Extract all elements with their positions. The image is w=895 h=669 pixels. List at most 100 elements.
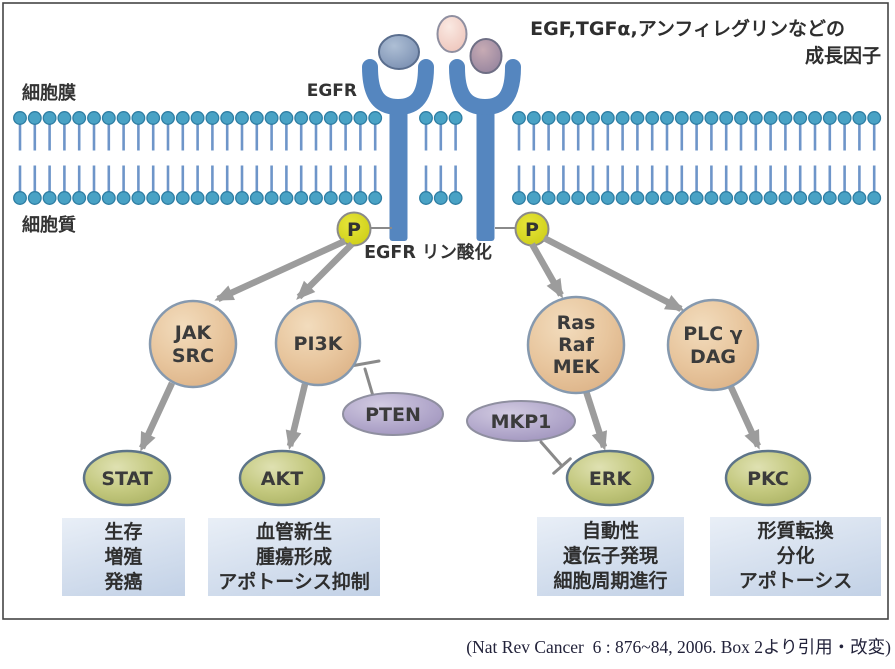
node-ras-line2: Raf	[558, 334, 594, 356]
outcome-line: 細胞周期進行	[553, 570, 668, 592]
ligand-pink-icon	[436, 15, 468, 53]
ligand-blue-icon	[378, 34, 420, 70]
phospholipid-icon	[541, 111, 556, 205]
outcome-line: 自動性	[581, 520, 639, 542]
phospholipid-icon	[42, 111, 57, 205]
arrow-p-to-pi3k	[296, 241, 355, 300]
phospholipid-icon	[837, 111, 852, 205]
phospholipid-icon	[13, 111, 27, 205]
citation-text: (Nat Rev Cancer 6 : 876~84, 2006. Box 2よ…	[466, 637, 891, 657]
inhibitor-pten-label: PTEN	[365, 404, 421, 426]
growth-factors-line1: EGF,TGFα,アンフィレグリンなどの	[530, 18, 845, 40]
phospholipid-icon	[131, 111, 146, 205]
phospholipid-icon	[778, 111, 793, 205]
mkp1-inhibition-tbar	[539, 440, 572, 475]
arrow-ras-to-erk	[582, 390, 608, 451]
arrow-pi3k-to-akt	[285, 383, 309, 450]
phospholipid-icon	[600, 111, 615, 205]
outcome-line: 増殖	[104, 545, 143, 568]
phospholipid-icon	[674, 111, 689, 205]
outcome-line: 腫瘍形成	[255, 545, 332, 568]
phospholipid-icon	[556, 111, 571, 205]
phospholipid-icon	[808, 111, 822, 205]
phospholipid-icon	[161, 111, 175, 205]
phospholipid-icon	[146, 111, 161, 205]
phospholipid-icon	[235, 111, 249, 205]
node-erk-label: ERK	[589, 468, 633, 490]
inhibitor-mkp1-label: MKP1	[491, 411, 552, 433]
phospholipid-icon	[190, 111, 205, 205]
pten-inhibition-tbar	[349, 359, 381, 398]
outcome-line: 発癌	[104, 570, 143, 593]
phospholipid-icon	[220, 111, 235, 205]
phospholipid-icon	[57, 111, 72, 205]
arrow-jak-to-stat	[139, 381, 175, 452]
phospholipid-icon	[748, 111, 763, 205]
node-ras-line1: Ras	[557, 312, 596, 334]
phospholipid-icon	[264, 111, 279, 205]
phospholipid-icon	[822, 111, 837, 205]
phospholipid-icon	[294, 111, 309, 205]
outcome-line: 分化	[776, 545, 815, 567]
arrow-plc-to-pkc	[728, 385, 761, 450]
phospholipid-icon	[867, 111, 882, 205]
node-plc-dag	[666, 298, 760, 392]
phospholipid-icon	[704, 111, 719, 205]
inhibitor-mkp1	[466, 400, 576, 442]
phospholipid-icon	[87, 111, 101, 205]
egfr-phosphorylation-label: EGFR リン酸化	[364, 242, 492, 263]
outcome-box-erk: 自動性 遺伝子発現 細胞周期進行	[537, 517, 684, 596]
phospholipid-icon	[249, 111, 264, 205]
phospholipid-icon	[433, 111, 448, 205]
phospholipid-icon	[323, 111, 338, 205]
phospholipid-icon	[526, 111, 541, 205]
cytoplasm-label: 細胞質	[22, 214, 76, 236]
inhibitor-pten	[342, 392, 444, 436]
ligand-purple-icon	[469, 38, 503, 74]
phospho-badge-right-label: P	[525, 219, 539, 241]
lipid-bilayer-membrane-icon	[13, 111, 882, 205]
phospholipid-icon	[793, 111, 808, 205]
phospholipid-icon	[689, 111, 704, 205]
phospholipid-icon	[734, 111, 748, 205]
phospholipid-icon	[660, 111, 674, 205]
node-ras-line3: MEK	[553, 356, 601, 378]
phospholipid-icon	[205, 111, 220, 205]
phospholipid-icon	[645, 111, 660, 205]
phospholipid-icon	[763, 111, 778, 205]
node-erk	[565, 449, 655, 507]
growth-factors-line2: 成長因子	[804, 45, 881, 67]
cell-membrane-label: 細胞膜	[22, 82, 76, 104]
node-pi3k	[274, 299, 362, 387]
outcome-box-akt: 血管新生 腫瘍形成 アポトーシス抑制	[208, 518, 380, 596]
outcome-line: 形質転換	[757, 520, 834, 542]
phospholipid-icon	[615, 111, 630, 205]
phospholipid-icon	[309, 111, 323, 205]
node-akt-label: AKT	[261, 468, 303, 490]
node-pi3k-label: PI3K	[294, 333, 344, 355]
growth-factors-label: EGF,TGFα,アンフィレグリンなどの 成長因子	[530, 16, 881, 70]
node-stat-label: STAT	[101, 468, 152, 490]
phospholipid-icon	[852, 111, 867, 205]
arrow-p-to-ras	[529, 242, 564, 299]
egfr-label: EGFR	[307, 81, 357, 101]
node-jak-src	[148, 299, 238, 389]
node-plc-line1: PLC γ	[683, 323, 743, 345]
node-pkc	[724, 449, 812, 507]
arrow-p-to-plc	[542, 235, 685, 312]
outcome-line: 遺伝子発現	[562, 545, 658, 567]
phospholipid-icon	[586, 111, 600, 205]
phospholipid-icon	[175, 111, 190, 205]
outcome-line: アポトーシス抑制	[218, 570, 370, 593]
phospholipid-icon	[338, 111, 353, 205]
outcome-box-pkc: 形質転換 分化 アポトーシス	[710, 517, 881, 596]
outcome-line: 生存	[104, 520, 143, 543]
phospholipid-icon	[368, 111, 383, 205]
phospholipid-icon	[279, 111, 294, 205]
phospholipid-icon	[353, 111, 368, 205]
arrow-p-to-jak	[214, 238, 347, 302]
node-stat	[82, 449, 172, 507]
egfr-receptor-right-icon	[449, 59, 521, 241]
